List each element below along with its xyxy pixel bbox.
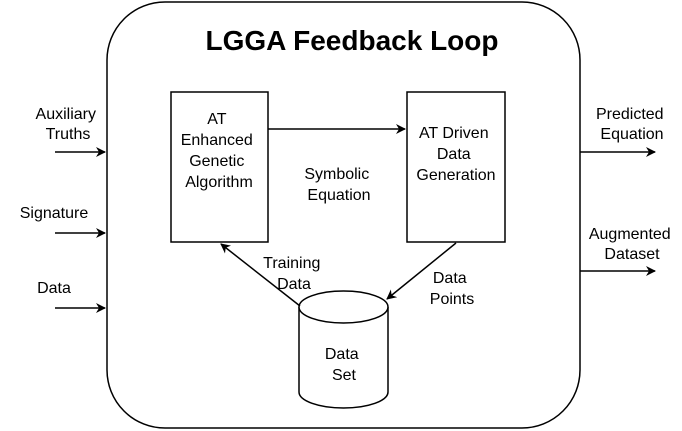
edge-label-symbolic-equation-line-2: Equation	[307, 187, 370, 204]
node-data-set-label: Data Set	[325, 346, 363, 384]
edge-label-training-data: Training Data	[263, 255, 325, 293]
node-data-generation-line-2: Data	[437, 146, 471, 163]
node-genetic-algorithm-line-3: Genetic	[189, 153, 244, 170]
edge-training-data	[220, 243, 301, 307]
input-label-auxiliary-truths-line-2: Truths	[46, 126, 91, 143]
node-data-set-line-2: Set	[332, 367, 357, 384]
node-data-set: Data Set	[298, 290, 389, 409]
input-label-auxiliary-truths-line-1: Auxiliary	[36, 106, 96, 123]
node-genetic-algorithm-label: AT Enhanced Genetic Algorithm	[181, 111, 258, 191]
output-label-predicted-equation-line-1: Predicted	[596, 106, 664, 123]
input-label-signature: Signature	[20, 205, 89, 222]
edge-label-symbolic-equation: Symbolic Equation	[304, 166, 373, 204]
node-genetic-algorithm-line-4: Algorithm	[185, 174, 253, 191]
output-label-augmented-dataset-line-2: Dataset	[604, 246, 660, 263]
node-data-generation-line-3: Generation	[416, 167, 495, 184]
data-set-cylinder-top	[298, 290, 389, 324]
node-data-generation-line-1: AT Driven	[419, 125, 489, 142]
edge-label-training-data-line-2: Data	[277, 276, 311, 293]
node-genetic-algorithm-line-2: Enhanced	[181, 132, 253, 149]
edge-label-data-points: Data Points	[430, 270, 474, 308]
node-genetic-algorithm-line-1: AT	[207, 111, 226, 128]
data-set-cylinder-body	[298, 307, 389, 409]
edge-data-points	[386, 242, 457, 300]
output-label-predicted-equation-line-2: Equation	[600, 126, 663, 143]
edge-label-symbolic-equation-line-1: Symbolic	[304, 166, 369, 183]
edge-label-training-data-line-1: Training	[263, 255, 320, 272]
diagram-title: LGGA Feedback Loop	[206, 25, 499, 56]
node-data-set-line-1: Data	[325, 346, 359, 363]
output-label-predicted-equation: Predicted Equation	[596, 106, 668, 143]
node-data-generation-label: AT Driven Data Generation	[416, 125, 495, 184]
output-label-augmented-dataset: Augmented Dataset	[589, 226, 675, 263]
input-label-auxiliary-truths: Auxiliary Truths	[36, 106, 101, 143]
input-label-data: Data	[37, 280, 71, 297]
node-genetic-algorithm	[170, 91, 269, 243]
edge-label-data-points-line-2: Points	[430, 291, 474, 308]
output-label-augmented-dataset-line-1: Augmented	[589, 226, 671, 243]
edge-label-data-points-line-1: Data	[433, 270, 467, 287]
node-data-generation	[406, 91, 506, 243]
